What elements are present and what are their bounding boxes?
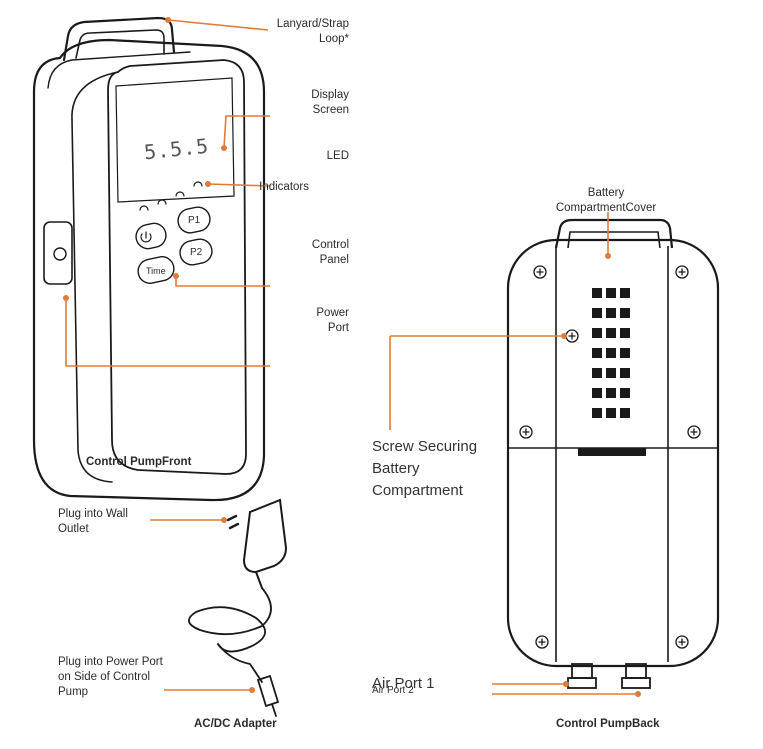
vent-slot — [606, 388, 616, 398]
label-display-screen: Display Screen — [311, 89, 349, 116]
caption-front: Control PumpFront — [86, 456, 192, 468]
leader-lines — [65, 19, 638, 695]
vent-slot — [606, 408, 616, 418]
side-power-port — [43, 221, 73, 285]
screw — [519, 425, 533, 439]
vent-slot — [592, 348, 602, 358]
screw — [675, 265, 689, 279]
vent-slot — [620, 348, 630, 358]
battery-latch — [578, 448, 646, 456]
label-air-port-2: Air Port 2 — [372, 685, 414, 696]
screw — [533, 265, 547, 279]
label-screw-securing: Screw Securing Battery Compartment — [372, 438, 478, 499]
time-button-label[interactable]: Time — [146, 266, 166, 276]
screws — [519, 265, 701, 649]
vent-slot — [592, 328, 602, 338]
caption-back: Control PumpBack — [556, 718, 660, 730]
control-pump-back — [506, 218, 720, 689]
screw — [675, 635, 689, 649]
vent-slot — [592, 368, 602, 378]
back-body — [506, 238, 720, 668]
label-air-port-1: Air Port 1 — [372, 675, 435, 692]
p2-button — [179, 238, 213, 266]
vent-slot — [606, 288, 616, 298]
vent-slot — [620, 328, 630, 338]
screw — [565, 329, 579, 343]
screw — [535, 635, 549, 649]
vent-slot — [620, 408, 630, 418]
vent-slot — [592, 408, 602, 418]
label-lanyard: Lanyard/Strap Loop* — [276, 18, 349, 45]
screen-digits: 5.5.5 — [142, 133, 211, 165]
vent-slot — [606, 368, 616, 378]
air-ports — [567, 663, 651, 689]
vent-slot — [592, 308, 602, 318]
vent-grille — [592, 288, 630, 418]
pump-body — [32, 38, 266, 502]
vent-slot — [606, 308, 616, 318]
label-plug-wall: Plug into Wall Outlet — [58, 508, 128, 535]
label-control-panel: Control Panel — [311, 239, 349, 266]
leader-dots — [63, 17, 641, 697]
front-panel — [107, 59, 247, 475]
caption-adapter: AC/DC Adapter — [194, 718, 277, 730]
vent-slot — [606, 348, 616, 358]
label-plug-port: Plug into Power Port on Side of Control … — [58, 656, 163, 698]
vent-slot — [606, 328, 616, 338]
led-indicator-dots — [139, 181, 203, 211]
vent-slot — [620, 368, 630, 378]
display-window — [115, 77, 235, 203]
vent-slot — [592, 288, 602, 298]
label-indicators: Indicators — [259, 181, 309, 193]
p2-button-label[interactable]: P2 — [190, 247, 203, 258]
vent-slot — [592, 388, 602, 398]
vent-slot — [620, 288, 630, 298]
screw — [687, 425, 701, 439]
power-button — [135, 222, 167, 250]
lanyard-loop — [62, 16, 176, 62]
control-pump-front — [32, 16, 266, 502]
label-battery-cover: Battery CompartmentCover — [555, 187, 657, 214]
time-button — [137, 256, 175, 284]
vent-slot — [620, 388, 630, 398]
p1-button-label[interactable]: P1 — [188, 215, 201, 226]
adapter-plug — [256, 674, 280, 717]
back-handle — [554, 218, 674, 249]
label-led: LED — [326, 150, 349, 162]
adapter-body — [242, 498, 288, 574]
ac-dc-adapter — [188, 498, 288, 717]
vent-slot — [620, 308, 630, 318]
adapter-prongs — [226, 514, 240, 530]
p1-button — [177, 206, 211, 234]
label-power-port: Power Port — [316, 307, 349, 334]
adapter-cable — [188, 587, 272, 653]
